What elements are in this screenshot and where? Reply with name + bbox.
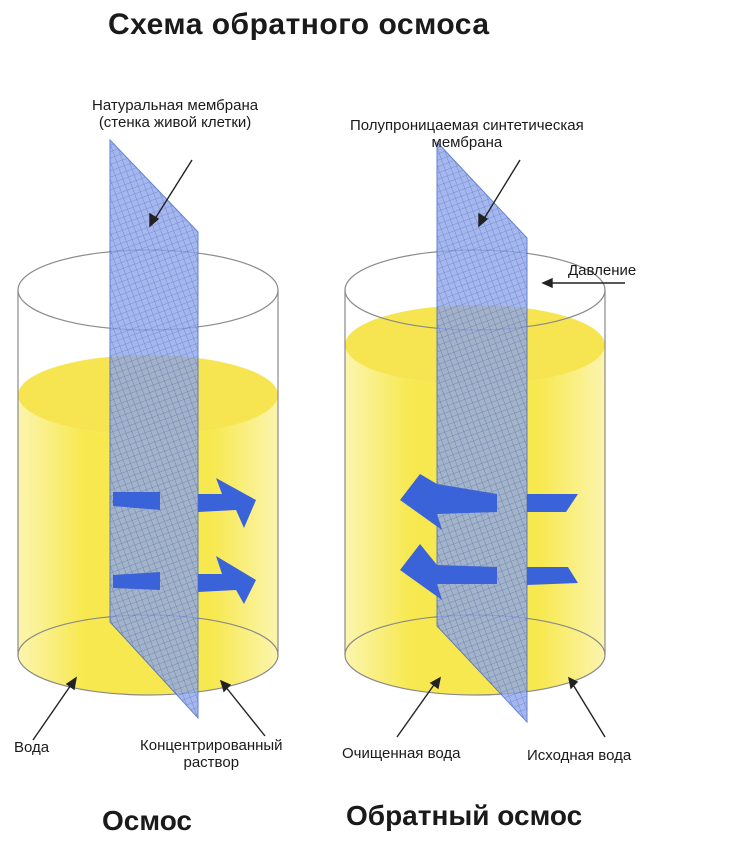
right-arrows (400, 474, 578, 600)
left-arrow-upper-head (198, 478, 256, 528)
water-label: Вода (14, 739, 50, 756)
left-arrow-lower-head (198, 556, 256, 604)
left-membrane (109, 138, 199, 720)
left-arrow-upper-tail (113, 492, 160, 510)
concentrated-solution-label: Концентрированный раствор (140, 737, 283, 771)
osmosis-caption: Осмос (102, 805, 193, 836)
reverse-osmosis-caption: Обратный осмос (346, 800, 583, 831)
concentrated-solution-label-line2: раствор (183, 754, 240, 771)
left-membrane-label: Натуральная мембрана (стенка живой клетк… (92, 97, 258, 131)
left-membrane-label-line2: (стенка живой клетки) (98, 114, 252, 131)
left-arrow-lower-tail (113, 572, 160, 590)
purified-water-label: Очищенная вода (342, 745, 461, 762)
source-water-label: Исходная вода (527, 747, 632, 764)
right-membrane-label: Полупроницаемая синтетическая мембрана (350, 117, 584, 151)
right-membrane (436, 140, 528, 724)
concentrated-solution-label-line1: Концентрированный (140, 737, 283, 754)
right-membrane-label-line1: Полупроницаемая синтетическая (350, 117, 584, 134)
left-membrane-label-line1: Натуральная мембрана (92, 97, 259, 114)
right-arrow-lower-tail (527, 567, 578, 585)
diagram-title: Схема обратного осмоса (108, 8, 490, 41)
right-arrow-upper-tail (527, 494, 578, 512)
right-arrow-lower-head (400, 544, 497, 600)
pressure-label: Давление (568, 262, 637, 279)
pointer-lines (32, 159, 625, 741)
right-arrow-upper-head (400, 474, 497, 530)
left-arrows (113, 478, 256, 604)
right-membrane-label-line2: мембрана (431, 134, 503, 151)
